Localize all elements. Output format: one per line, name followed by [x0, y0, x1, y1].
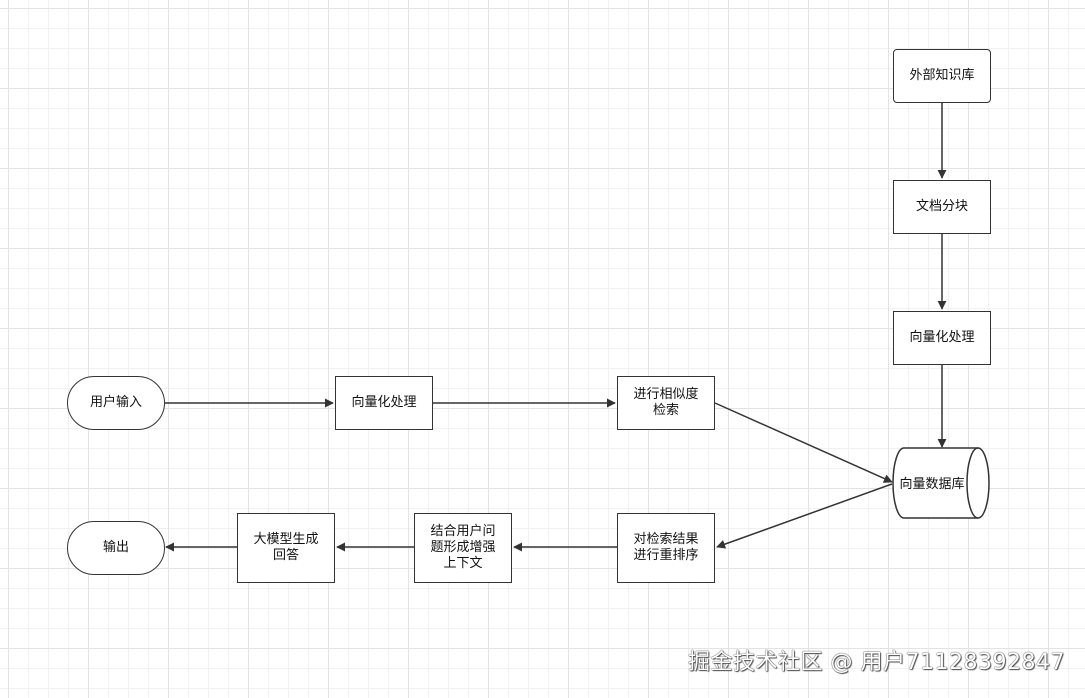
node-rerank: 对检索结果 进行重排序 — [617, 513, 715, 583]
node-augment-context: 结合用户问 题形成增强 上下文 — [414, 513, 512, 583]
edge-search-to-db — [714, 402, 893, 483]
node-vector-db: 向量数据库 — [892, 447, 990, 519]
node-external-kb: 外部知识库 — [893, 49, 991, 103]
node-user-input: 用户输入 — [67, 376, 165, 430]
node-similarity-search: 进行相似度 检索 — [617, 376, 715, 430]
node-doc-chunking: 文档分块 — [893, 180, 991, 234]
node-vectorize-right: 向量化处理 — [893, 311, 991, 365]
node-output: 输出 — [67, 521, 165, 575]
vector-db-label: 向量数据库 — [899, 476, 964, 492]
node-llm-generate: 大模型生成 回答 — [237, 513, 335, 583]
node-vectorize-left: 向量化处理 — [335, 376, 433, 430]
edge-db-to-rerank — [716, 483, 893, 549]
watermark: 掘金技术社区 @ 用户71128392847 — [688, 650, 1065, 675]
